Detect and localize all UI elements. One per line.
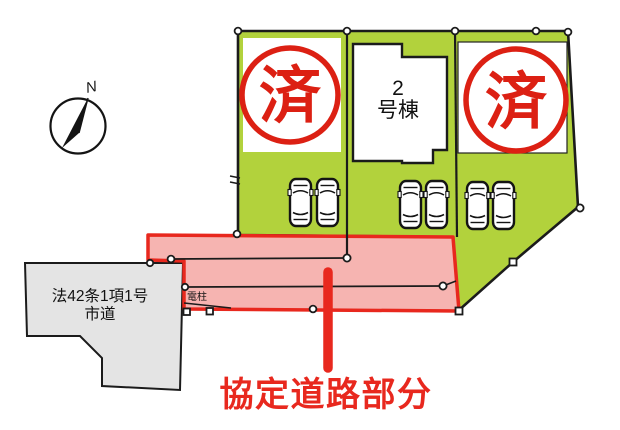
survey-point-marker (450, 26, 460, 36)
survey-point-marker (342, 253, 352, 263)
lot-divider-2 (453, 30, 459, 238)
car-icon (286, 177, 315, 228)
building-2-label-line2: 号棟 (377, 99, 419, 122)
car-icon (489, 180, 518, 231)
utility-pole-label: 電柱 (187, 290, 207, 303)
building-2-label-line1: 2 (392, 77, 404, 100)
survey-point-marker (232, 229, 242, 239)
survey-point-marker (563, 27, 573, 37)
survey-point-marker (454, 306, 464, 316)
compass-circle (49, 97, 107, 155)
agreement-road-callout: 協定道路部分 (220, 267, 433, 414)
parking-cars (286, 177, 518, 231)
survey-point-marker (342, 26, 352, 36)
sold-stamp-label-lot3: 済 (485, 68, 548, 137)
road-inner-line-1 (170, 257, 348, 260)
survey-point-marker (145, 258, 155, 268)
car-icon (422, 179, 451, 230)
north-compass-icon: N (49, 78, 107, 155)
city-road: 法42条1項1号 市道 (23, 262, 185, 392)
survey-point-marker (508, 257, 518, 267)
sold-stamp-circle-lot1 (239, 45, 341, 145)
survey-point-marker (205, 307, 214, 316)
survey-point-marker (233, 26, 243, 36)
survey-point-marker (182, 307, 191, 316)
survey-point-marker (166, 254, 176, 264)
compass-needle-edge (78, 97, 89, 134)
city-road-area (23, 262, 185, 392)
sold-stamp-label-lot1: 済 (259, 62, 322, 131)
survey-point-marker (180, 282, 190, 292)
compass-label: N (84, 78, 98, 97)
building-2-footprint (351, 42, 449, 165)
utility-pole-line (183, 302, 232, 309)
survey-point-marker (531, 26, 541, 36)
agreement-road-label: 協定道路部分 (220, 376, 433, 414)
road-inner-line-2 (184, 285, 444, 288)
boundary-tick-marks (229, 175, 241, 185)
city-road-label-line2: 市道 (84, 305, 115, 323)
survey-point-marker (575, 203, 585, 213)
car-icon (313, 177, 342, 228)
survey-point-marker (308, 304, 318, 314)
city-road-label-line1: 法42条1項1号 (52, 287, 148, 305)
sold-stamp-circle-lot3 (463, 46, 569, 154)
car-icon (463, 180, 492, 231)
lots: 済 2 号棟 済 (229, 29, 580, 314)
survey-point-marker (438, 281, 448, 291)
survey-point-markers (145, 26, 585, 316)
compass-needle (62, 98, 88, 148)
car-icon (396, 179, 425, 230)
